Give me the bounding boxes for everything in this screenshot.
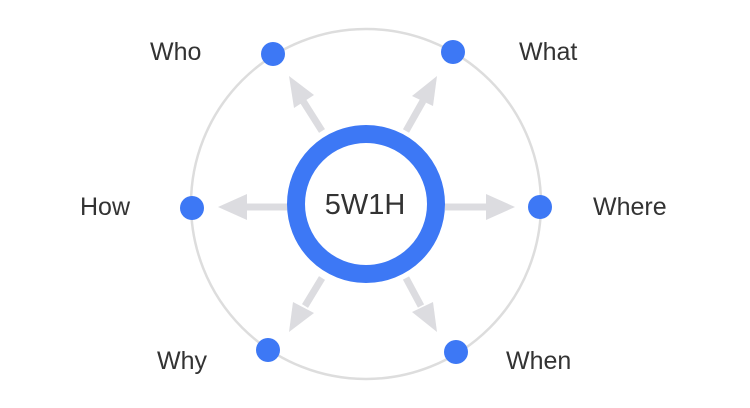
arrow-when [402,276,437,332]
node-dots [180,40,552,364]
arrow-where [445,194,515,220]
center-ring [287,125,445,283]
arrow-how [218,194,288,220]
node-label-what: What [519,38,577,66]
center-label: 5W1H [325,189,406,221]
arrows [218,76,515,332]
node-label-how: How [80,193,131,221]
arrow-what [402,76,437,133]
node-dot-when [444,340,468,364]
node-dot-why [256,338,280,362]
node-dot-how [180,196,204,220]
node-label-when: When [506,347,571,375]
node-label-why: Why [157,347,208,375]
node-label-who: Who [150,38,201,66]
arrow-who [289,76,325,133]
arrow-why [289,276,325,332]
node-dot-what [441,40,465,64]
node-label-where: Where [593,193,667,221]
node-dot-where [528,195,552,219]
node-dot-who [261,42,285,66]
